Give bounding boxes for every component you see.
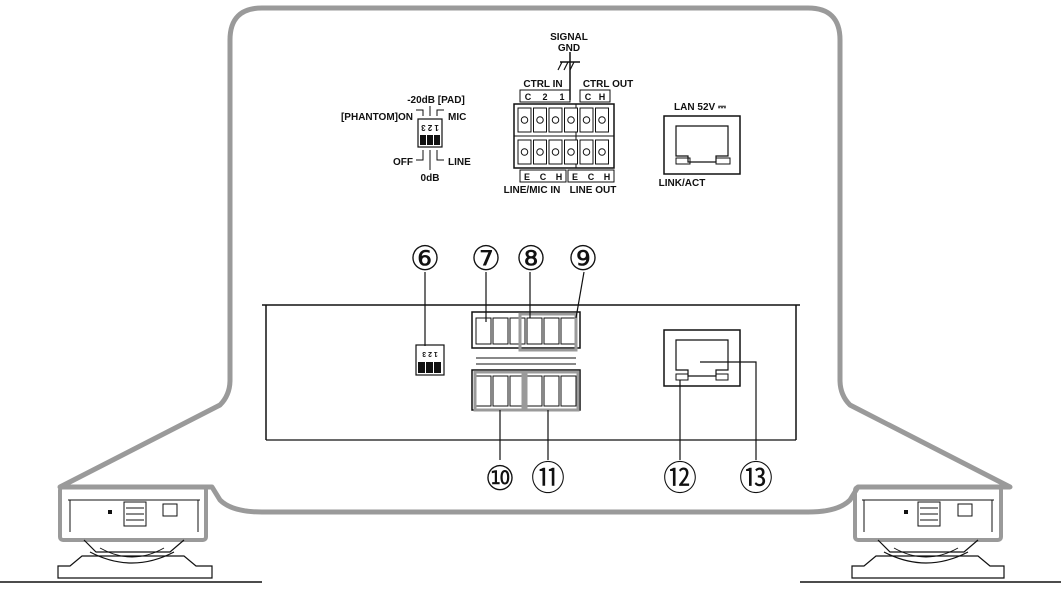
dip-number-small-label: 1 2 3 <box>422 350 438 357</box>
pad-label: -20dB [PAD] <box>407 95 465 106</box>
ctrl-in-label: CTRL IN <box>523 79 562 90</box>
terminal-screw <box>567 116 575 124</box>
callout-12: ⑫ <box>663 459 697 499</box>
terminal-cell <box>564 139 578 165</box>
zero-db-label: 0dB <box>421 173 440 184</box>
terminal-cell <box>595 107 609 133</box>
line-label: LINE <box>448 157 471 168</box>
terminal-cell <box>579 139 594 165</box>
ctrl-in-pin-2: 2 <box>542 92 547 102</box>
terminal-cell <box>533 139 547 165</box>
callout-9: ⑨ <box>568 239 598 279</box>
speaker-right <box>800 485 1061 583</box>
terminal-cell <box>560 317 577 345</box>
terminal-screw <box>536 148 544 156</box>
terminal-cell <box>533 107 547 133</box>
lan-label: LAN 52V ⎓ <box>674 102 726 113</box>
terminal-cell <box>579 107 594 133</box>
signal-label: SIGNAL <box>550 32 588 43</box>
speaker-left <box>0 485 262 583</box>
terminal-cell <box>492 317 509 345</box>
terminal-screw <box>520 148 529 156</box>
in-pin-e: E <box>524 172 530 182</box>
off-label: OFF <box>393 157 413 168</box>
terminal-cell <box>475 317 492 345</box>
ctrl-out-label: CTRL OUT <box>583 79 633 90</box>
dip-switch-detail <box>416 106 444 170</box>
terminal-screw <box>520 116 529 124</box>
callout-11: ⑪ <box>531 459 565 499</box>
callout-7: ⑦ <box>471 239 501 279</box>
line-out-label: LINE OUT <box>570 185 617 196</box>
callout-8: ⑧ <box>516 239 546 279</box>
terminal-cell <box>548 139 563 165</box>
terminal-screw <box>536 116 544 124</box>
zoom-outline <box>57 5 1013 515</box>
out-pin-e: E <box>572 172 578 182</box>
terminal-cell <box>492 375 509 407</box>
terminal-screw <box>598 116 606 124</box>
in-pin-h: H <box>556 172 563 182</box>
lan-port <box>663 329 741 387</box>
terminal-cell <box>509 317 526 345</box>
ctrl-in-pin-c: C <box>525 92 532 102</box>
lan-port-detail <box>663 115 741 175</box>
terminal-cell <box>564 107 578 133</box>
terminal-screw <box>567 148 575 156</box>
out-pin-c: C <box>588 172 595 182</box>
terminal-block-detail <box>513 52 615 183</box>
terminal-block <box>471 311 581 412</box>
terminal-screw <box>598 148 606 156</box>
terminal-cell <box>595 139 609 165</box>
terminal-cell <box>548 107 563 133</box>
terminal-cell <box>517 139 532 165</box>
mic-label: MIC <box>448 112 466 123</box>
line-mic-in-label: LINE/MIC IN <box>504 185 561 196</box>
panel-body <box>262 304 800 441</box>
terminal-cell <box>560 375 577 407</box>
callout-6: ⑥ <box>410 239 440 279</box>
ctrl-out-pin-h: H <box>599 92 606 102</box>
phantom-on-label: [PHANTOM]ON <box>341 112 413 123</box>
out-pin-h: H <box>604 172 611 182</box>
dip-number-label: 1 2 3 <box>421 123 439 132</box>
terminal-screw <box>582 116 591 124</box>
in-pin-c: C <box>540 172 547 182</box>
terminal-screw <box>551 116 560 124</box>
gnd-label: GND <box>558 43 580 54</box>
terminal-cell <box>543 375 560 407</box>
terminal-cell <box>517 107 532 133</box>
terminal-screw <box>582 148 591 156</box>
callout-10: ⑩ <box>485 459 515 499</box>
terminal-cell <box>526 317 543 345</box>
callout-13: ⑬ <box>739 459 773 499</box>
terminal-screw <box>551 148 560 156</box>
terminal-cell <box>543 317 560 345</box>
ctrl-in-pin-1: 1 <box>559 92 564 102</box>
terminal-cell <box>475 375 492 407</box>
link-act-label: LINK/ACT <box>659 178 706 189</box>
terminal-cell <box>526 375 543 407</box>
dip-switch <box>415 344 445 376</box>
ctrl-out-pin-c: C <box>585 92 592 102</box>
callout-leaders <box>424 271 757 460</box>
